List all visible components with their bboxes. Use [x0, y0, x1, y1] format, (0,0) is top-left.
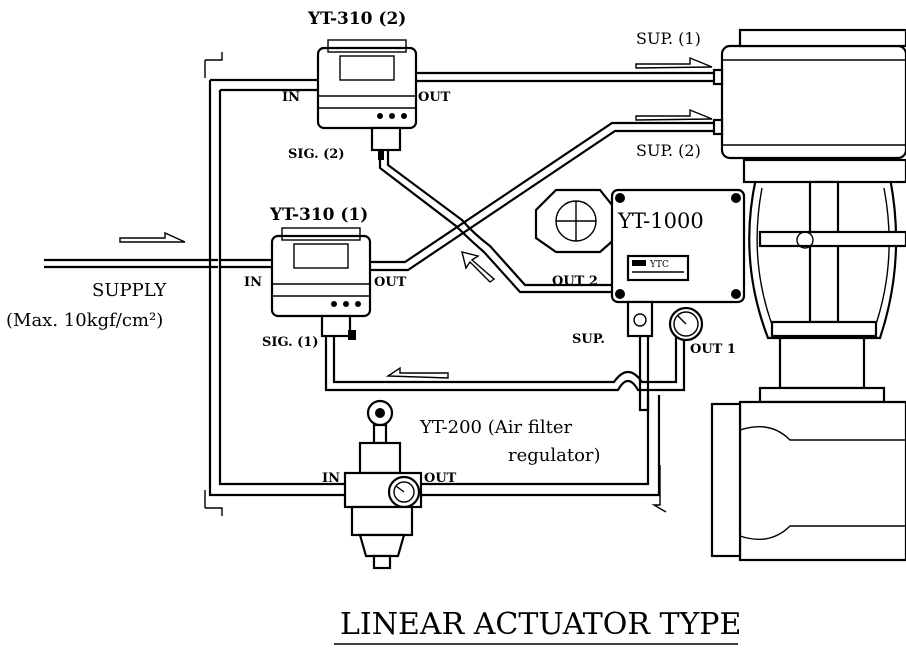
arrow-icon	[204, 52, 223, 78]
linear-actuator-valve	[710, 28, 906, 562]
regulator-yt200	[343, 399, 423, 570]
supply-spec: (Max. 10kgf/cm²)	[6, 310, 163, 331]
booster-1-sig-label: SIG. (1)	[262, 335, 319, 350]
pressure-gauge-icon	[668, 306, 704, 342]
regulator-name-line1: YT-200 (Air filter	[419, 417, 572, 438]
booster-1-in-label: IN	[244, 275, 262, 290]
booster-2-out-label: OUT	[418, 90, 451, 105]
arrow-icon	[204, 490, 223, 516]
booster-1-out-label: OUT	[374, 275, 407, 290]
handwheel-icon	[366, 399, 394, 427]
flow-arrows	[119, 52, 713, 516]
positioner-name: YT-1000	[617, 209, 704, 233]
positioner-out1-label: OUT 1	[690, 342, 736, 357]
arrow-icon	[635, 108, 713, 121]
regulator-in-label: IN	[322, 471, 340, 486]
regulator-out-label: OUT	[424, 471, 457, 486]
supply-label: SUPPLY	[92, 280, 168, 301]
labels: YT-310 (2) IN OUT SIG. (2) YT-310 (1) IN…	[6, 9, 741, 645]
arrow-icon	[385, 366, 449, 379]
positioner-yt1000: YTC	[534, 188, 746, 342]
regulator-name-line2: regulator)	[508, 445, 601, 466]
booster-yt310-2	[316, 39, 418, 160]
booster-2-sig-label: SIG. (2)	[288, 147, 345, 162]
booster-1-name: YT-310 (1)	[269, 205, 368, 225]
booster-2-name: YT-310 (2)	[307, 9, 406, 29]
pressure-gauge-icon	[387, 475, 421, 509]
positioner-out2-label: OUT 2	[552, 274, 598, 289]
actuator-sup2-label: SUP. (2)	[636, 141, 701, 160]
positioner-sup-label: SUP.	[572, 332, 605, 347]
nameplate-text: YTC	[649, 260, 669, 270]
arrow-icon	[119, 231, 186, 243]
piping	[44, 71, 722, 497]
arrow-icon	[461, 251, 496, 283]
arrow-icon	[635, 56, 713, 69]
arrow-icon	[651, 465, 667, 513]
booster-2-in-label: IN	[282, 90, 300, 105]
booster-yt310-1	[270, 227, 372, 340]
actuator-sup1-label: SUP. (1)	[636, 29, 701, 48]
diagram-title: LINEAR ACTUATOR TYPE	[340, 607, 741, 642]
